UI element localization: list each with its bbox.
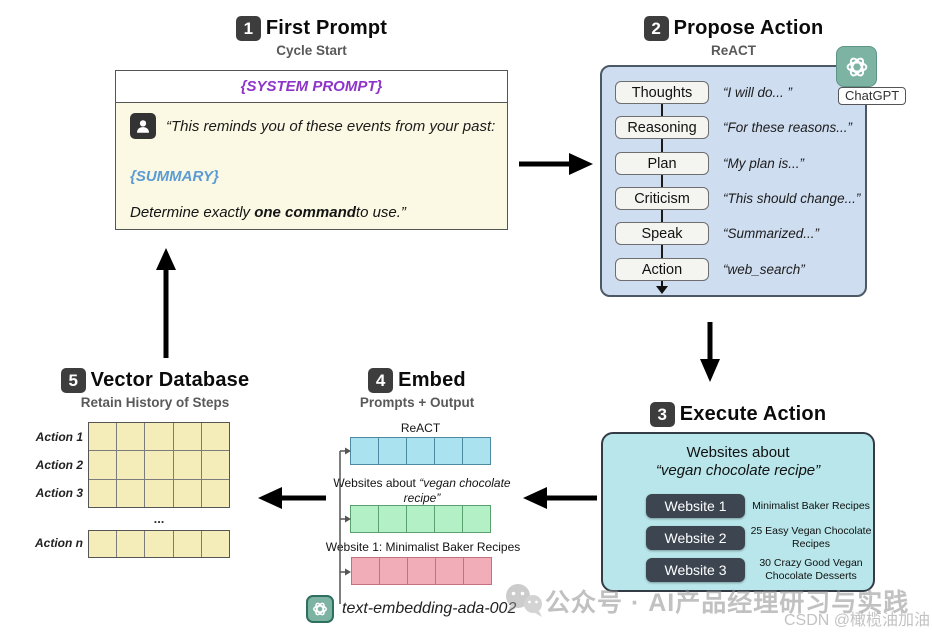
- embed-vector-websites: [350, 505, 491, 533]
- execute-action-box: Websites about “vegan chocolate recipe” …: [601, 432, 875, 592]
- react-step-action: Action: [615, 258, 709, 281]
- criticism-quote: “This should change...”: [723, 191, 861, 206]
- step4-subtitle: Prompts + Output: [359, 395, 475, 410]
- step2-number-badge: 2: [643, 16, 669, 41]
- user-icon: [130, 113, 156, 139]
- vdb-row-label-3: Action 3: [35, 486, 83, 500]
- step5-header: 5 Vector Database Retain History of Step…: [20, 368, 290, 410]
- speak-quote: “Summarized...”: [723, 226, 820, 241]
- arrow-left-step3-step4: [523, 487, 597, 509]
- watermark-wechat-text: 公众号 · AI产品经理研习与实践: [545, 589, 910, 617]
- react-step-reasoning: Reasoning: [615, 116, 709, 139]
- summary-token: {SUMMARY}: [130, 168, 219, 185]
- website-2-button: Website 2: [646, 526, 745, 550]
- step1-title: First Prompt: [265, 17, 388, 39]
- vector-db-row-n: [88, 530, 230, 558]
- search-query-quote: “vegan chocolate recipe”: [655, 462, 821, 479]
- step2-header: 2 Propose Action ReACT: [600, 16, 867, 58]
- react-step-criticism: Criticism: [615, 187, 709, 210]
- openai-knot-glyph: [313, 602, 327, 616]
- plan-quote: “My plan is...”: [723, 156, 805, 171]
- past-events-quote: “This reminds you of these events from y…: [166, 118, 496, 135]
- embed-vector-website1: [351, 557, 492, 585]
- embed-row1-label: ReACT: [400, 421, 441, 435]
- react-step-plan: Plan: [615, 152, 709, 175]
- embed-row2-label: Websites about “vegan chocolate recipe”: [333, 476, 511, 505]
- arrow-right-step1-step2: [519, 153, 593, 175]
- action-quote: “web_search”: [723, 262, 805, 277]
- chatgpt-label: ChatGPT: [838, 87, 907, 105]
- step1-header: 1 First Prompt Cycle Start: [115, 16, 508, 58]
- openai-embedding-icon: [306, 595, 334, 623]
- vector-db-grid: [88, 422, 230, 508]
- website-2-desc: 25 Easy Vegan Chocolate Recipes: [750, 525, 872, 550]
- arrow-left-step4-step5: [258, 487, 326, 509]
- step5-title: Vector Database: [90, 369, 250, 391]
- vdb-ellipsis: ...: [153, 511, 165, 526]
- embed-row3-label: Website 1: Minimalist Baker Recipes: [325, 540, 521, 554]
- step1-subtitle: Cycle Start: [276, 43, 347, 58]
- propose-action-box: Thoughts Reasoning Plan Criticism Speak …: [600, 65, 867, 297]
- thoughts-quote: “I will do... ”: [723, 85, 793, 100]
- embedding-model-name: text-embedding-ada-002: [342, 600, 517, 617]
- embed-vector-react: [350, 437, 491, 465]
- chain-connector-line: [661, 81, 663, 283]
- vdb-row-label-1: Action 1: [35, 430, 83, 444]
- step5-subtitle: Retain History of Steps: [80, 395, 230, 410]
- react-step-thoughts: Thoughts: [615, 81, 709, 104]
- step3-header: 3 Execute Action: [601, 402, 875, 427]
- arrow-down-after-action: [656, 281, 668, 294]
- website-3-desc: 30 Crazy Good Vegan Chocolate Desserts: [759, 557, 863, 582]
- openai-knot-glyph: [846, 57, 867, 76]
- step2-subtitle: ReACT: [710, 43, 756, 58]
- step1-number-badge: 1: [235, 16, 261, 41]
- react-step-speak: Speak: [615, 222, 709, 245]
- step4-number-badge: 4: [368, 368, 394, 393]
- website-1-button: Website 1: [646, 494, 745, 518]
- arrow-up-step5-step1: [156, 248, 176, 358]
- step4-title: Embed: [398, 369, 466, 391]
- website-1-desc: Minimalist Baker Recipes: [752, 500, 870, 512]
- wechat-icon: [506, 584, 542, 617]
- step4-header: 4 Embed Prompts + Output: [322, 368, 512, 410]
- closing-prefix: Determine exactly: [130, 204, 255, 221]
- closing-bold: one command: [254, 204, 356, 221]
- step2-title: Propose Action: [673, 17, 824, 39]
- step5-number-badge: 5: [60, 368, 86, 393]
- watermark-csdn-text: CSDN @橄榄油加油: [783, 612, 930, 629]
- step3-title: Execute Action: [679, 403, 827, 425]
- person-glyph: [137, 120, 149, 133]
- vdb-row-label-n: Action n: [35, 536, 83, 550]
- step3-number-badge: 3: [649, 402, 675, 427]
- system-prompt-header: {SYSTEM PROMPT}: [116, 71, 507, 103]
- chatgpt-logo-icon: [836, 46, 877, 87]
- website-3-button: Website 3: [646, 558, 745, 582]
- websites-about-heading: Websites about: [686, 444, 790, 461]
- embed-connector: [339, 447, 351, 604]
- first-prompt-box: {SYSTEM PROMPT} “This reminds you of the…: [115, 70, 508, 230]
- closing-instruction: Determine exactly one commandto use.”: [130, 204, 406, 221]
- closing-suffix: to use.”: [355, 204, 406, 221]
- reasoning-quote: “For these reasons...”: [723, 120, 853, 135]
- arrow-down-step2-step3: [700, 322, 720, 382]
- vdb-row-label-2: Action 2: [35, 458, 83, 472]
